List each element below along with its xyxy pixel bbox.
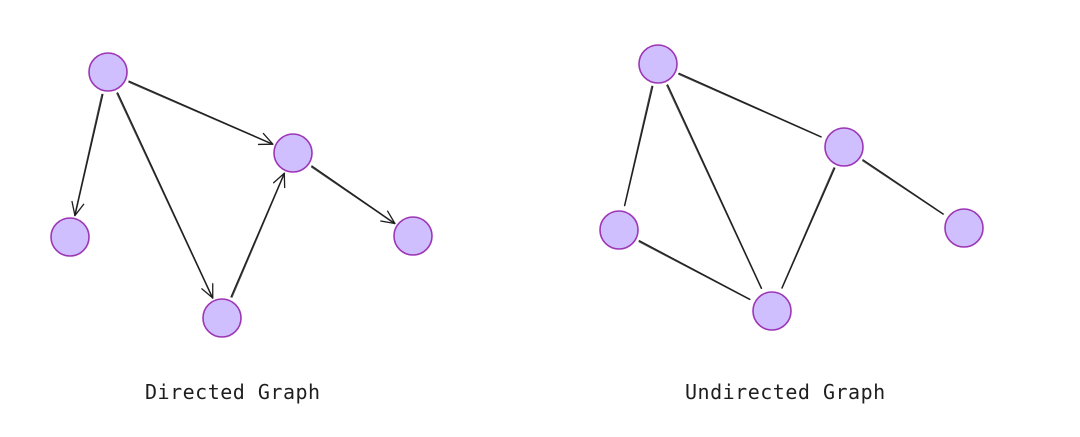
undirected-edge-c-d	[781, 167, 836, 289]
arrow-head	[380, 210, 396, 225]
undirected-edge-c-e	[861, 159, 944, 215]
edge-line-stroke	[74, 93, 103, 216]
edge-line	[862, 159, 944, 215]
directed-node-e	[393, 216, 433, 256]
directed-node-b	[50, 217, 90, 257]
directed-node-a	[88, 52, 128, 92]
undirected-node-d	[752, 291, 792, 331]
undirected-graph	[599, 44, 984, 331]
arrow-head	[257, 132, 274, 146]
edge-line-stroke	[116, 92, 213, 299]
arrow-head	[273, 172, 286, 189]
undirected-node-e	[944, 208, 984, 248]
edge-line-stroke	[781, 167, 835, 289]
undirected-edge-b-d	[638, 240, 751, 301]
edge-line-stroke	[310, 166, 396, 225]
edge-line	[117, 92, 214, 299]
edge-line-stroke	[666, 84, 762, 289]
directed-graph	[50, 52, 433, 338]
edge-line-stroke	[231, 172, 286, 298]
edge-line	[678, 72, 822, 138]
edge-line-stroke	[678, 73, 822, 138]
directed-edge-a-d	[116, 92, 214, 299]
undirected-graph-caption: Undirected Graph	[685, 380, 886, 404]
directed-edge-a-c	[128, 80, 274, 146]
edge-line	[230, 172, 285, 298]
arrow-head	[201, 283, 214, 299]
directed-edge-c-e	[310, 165, 396, 225]
edge-line	[624, 85, 654, 207]
directed-node-d	[202, 298, 242, 338]
arrow-head	[71, 200, 85, 217]
undirected-edge-a-c	[678, 72, 822, 138]
edge-line	[781, 167, 836, 289]
undirected-edge-a-d	[666, 84, 763, 289]
directed-node-c	[273, 133, 313, 173]
edge-line-stroke	[128, 81, 274, 146]
edge-line-stroke	[861, 160, 944, 215]
edge-line	[74, 93, 104, 217]
edge-line-stroke	[623, 85, 653, 207]
undirected-node-a	[638, 44, 678, 84]
undirected-edge-a-b	[623, 85, 654, 207]
directed-edge-d-c	[230, 172, 286, 298]
undirected-node-c	[824, 127, 864, 167]
edge-line	[311, 165, 396, 225]
edge-line	[128, 80, 274, 145]
undirected-node-b	[599, 210, 639, 250]
directed-graph-caption: Directed Graph	[145, 380, 321, 404]
edge-line	[666, 84, 763, 289]
edge-line-stroke	[638, 241, 751, 301]
directed-edge-a-b	[71, 93, 104, 217]
edge-line	[638, 240, 751, 300]
